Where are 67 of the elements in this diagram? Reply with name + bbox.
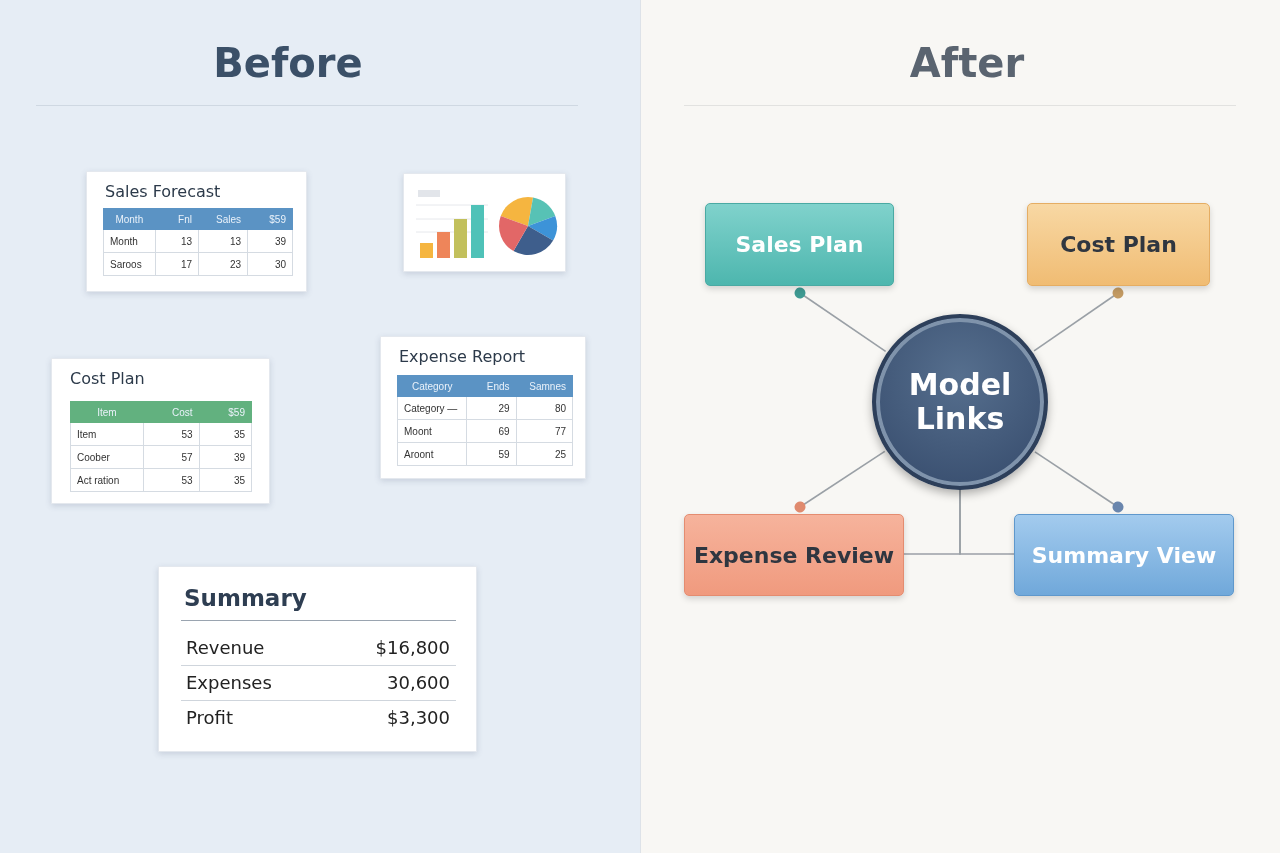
header-cell: Ends [466,375,517,397]
table-cell: 53 [143,468,200,492]
card-title: Expense Report [399,347,526,366]
header-cell: Cost [143,401,200,423]
table-cell: 25 [516,442,573,466]
card-title: Sales Forecast [105,182,221,201]
table-cell: Month [103,229,156,253]
table-cell: 17 [155,252,199,276]
summary-value: $16,800 [375,637,450,658]
table-card [86,171,307,292]
table-cell: 53 [143,422,200,446]
table-cell: Coober [70,445,144,469]
summary-label: Revenue [186,637,265,658]
table-cell: 39 [199,445,252,469]
header-cell: Fnl [155,208,199,230]
summary-value: 30,600 [387,672,450,693]
card-title: Summary [184,585,307,611]
panel-heading: Before [212,40,364,86]
hub-label: Model Links [907,367,1013,437]
summary-label: Expenses [186,672,272,693]
process-box [684,514,904,596]
card-title: Cost Plan [70,369,145,388]
table-cell: 13 [155,229,199,253]
box-label: Summary View [1031,542,1217,568]
process-box [1027,203,1210,286]
table-cell: Category — [397,396,467,420]
header-cell: Sales [198,208,248,230]
box-label: Expense Review [693,542,895,568]
connector-line [959,489,1015,555]
summary-label: Profit [186,707,233,728]
table-cell: Moont [397,419,467,443]
table-cell: 77 [516,419,573,443]
connector-line [1033,287,1124,352]
connector-line [794,450,886,513]
table-cell: 80 [516,396,573,420]
box-label: Sales Plan [735,232,864,257]
table-card [380,336,586,479]
header-cell: Month [103,208,156,230]
header-cell: Samnes [516,375,573,397]
header-cell: Category [397,375,467,397]
table-cell: 30 [247,252,293,276]
process-box [705,203,894,286]
table-cell: 23 [198,252,248,276]
table-cell: Act ration [70,468,144,492]
table-cell: 59 [466,442,517,466]
connector-line [794,287,887,353]
summary-value: $3,300 [387,707,450,728]
connector-line [1034,451,1124,513]
process-box [1014,514,1234,596]
box-label: Cost Plan [1060,232,1177,257]
table-cell: 13 [198,229,248,253]
panel-heading: After [908,40,1026,86]
table-cell: 39 [247,229,293,253]
header-cell: Item [70,401,144,423]
header-cell: $59 [247,208,293,230]
table-cell: 35 [199,422,252,446]
summary-card [158,566,477,752]
table-cell: 69 [466,419,517,443]
chart-card [403,173,566,272]
table-cell: Item [70,422,144,446]
table-cell: Aroont [397,442,467,466]
table-cell: Saroos [103,252,156,276]
table-cell: 57 [143,445,200,469]
table-cell: 29 [466,396,517,420]
table-card [51,358,270,504]
header-cell: $59 [199,401,252,423]
table-cell: 35 [199,468,252,492]
